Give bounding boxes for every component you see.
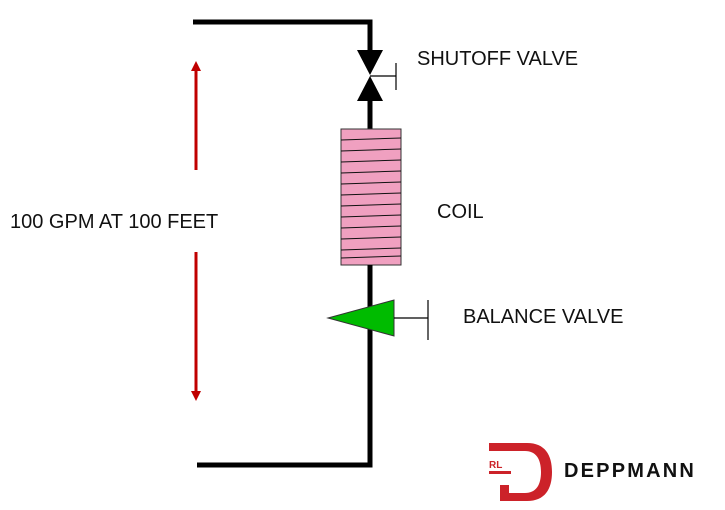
deppmann-logo-mark: RL: [489, 443, 552, 501]
coil-windings: [340, 137, 402, 259]
supply-pipe: [193, 19, 373, 52]
deppmann-wordmark: DEPPMANN: [564, 460, 697, 482]
coil-label: COIL: [437, 201, 484, 223]
balance-valve-label: BALANCE VALVE: [463, 306, 624, 328]
shutoff-valve: [357, 50, 397, 101]
svg-text:RL: RL: [489, 460, 502, 471]
coil: [340, 128, 402, 266]
shutoff-valve-label: SHUTOFF VALVE: [417, 48, 579, 70]
balance-valve: [326, 299, 429, 340]
return-pipe: [197, 265, 373, 468]
flow-rate-label: 100 GPM AT 100 FEET: [10, 211, 219, 233]
